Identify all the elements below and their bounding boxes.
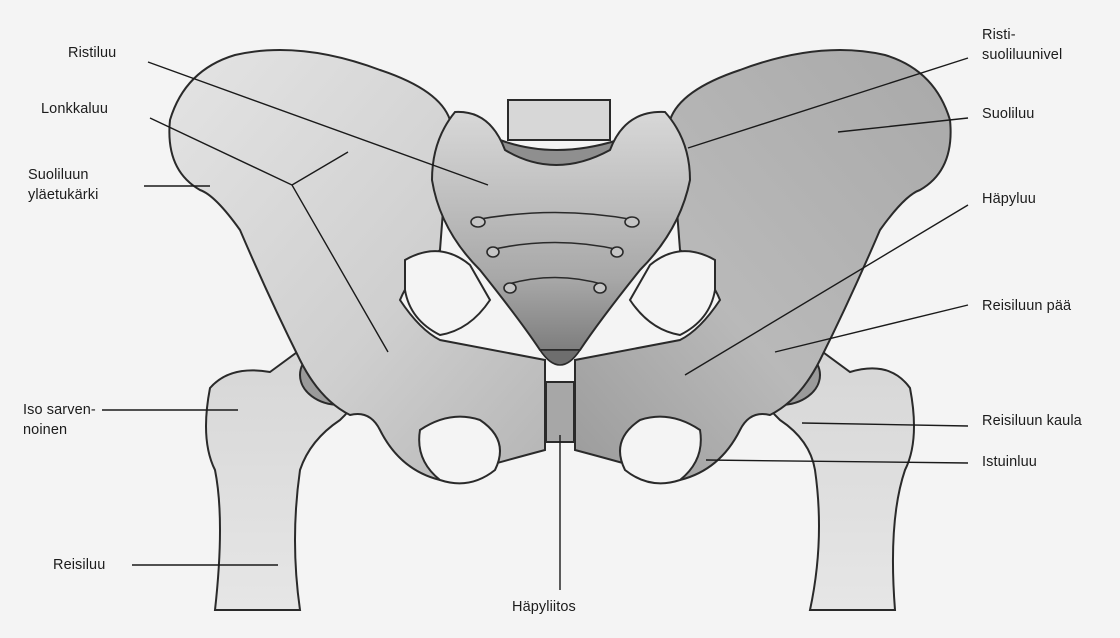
label-iso-sarvennoinen: Iso sarven- noinen [23,400,96,440]
label-iso-sarvennoinen-line2: noinen [23,420,96,440]
label-suoliluun-ylaetukarki-line1: Suoliluun [28,165,98,185]
label-ristiluu: Ristiluu [68,43,116,63]
label-lonkkaluu: Lonkkaluu [41,99,108,119]
label-reisiluun-kaula: Reisiluun kaula [982,411,1082,431]
label-risti-suoliluunivel: Risti- suoliluunivel [982,25,1062,65]
label-suoliluu: Suoliluu [982,104,1034,124]
label-risti-suoliluunivel-line2: suoliluunivel [982,45,1062,65]
label-hapyliitos: Häpyliitos [512,597,576,617]
label-reisiluu: Reisiluu [53,555,105,575]
label-iso-sarvennoinen-line1: Iso sarven- [23,400,96,420]
label-reisiluun-paa: Reisiluun pää [982,296,1071,316]
label-suoliluun-ylaetukarki: Suoliluun yläetukärki [28,165,98,205]
label-risti-suoliluunivel-line1: Risti- [982,25,1062,45]
label-suoliluun-ylaetukarki-line2: yläetukärki [28,185,98,205]
label-hapyluu: Häpyluu [982,189,1036,209]
label-istuinluu: Istuinluu [982,452,1037,472]
pubic-symphysis [546,382,574,442]
